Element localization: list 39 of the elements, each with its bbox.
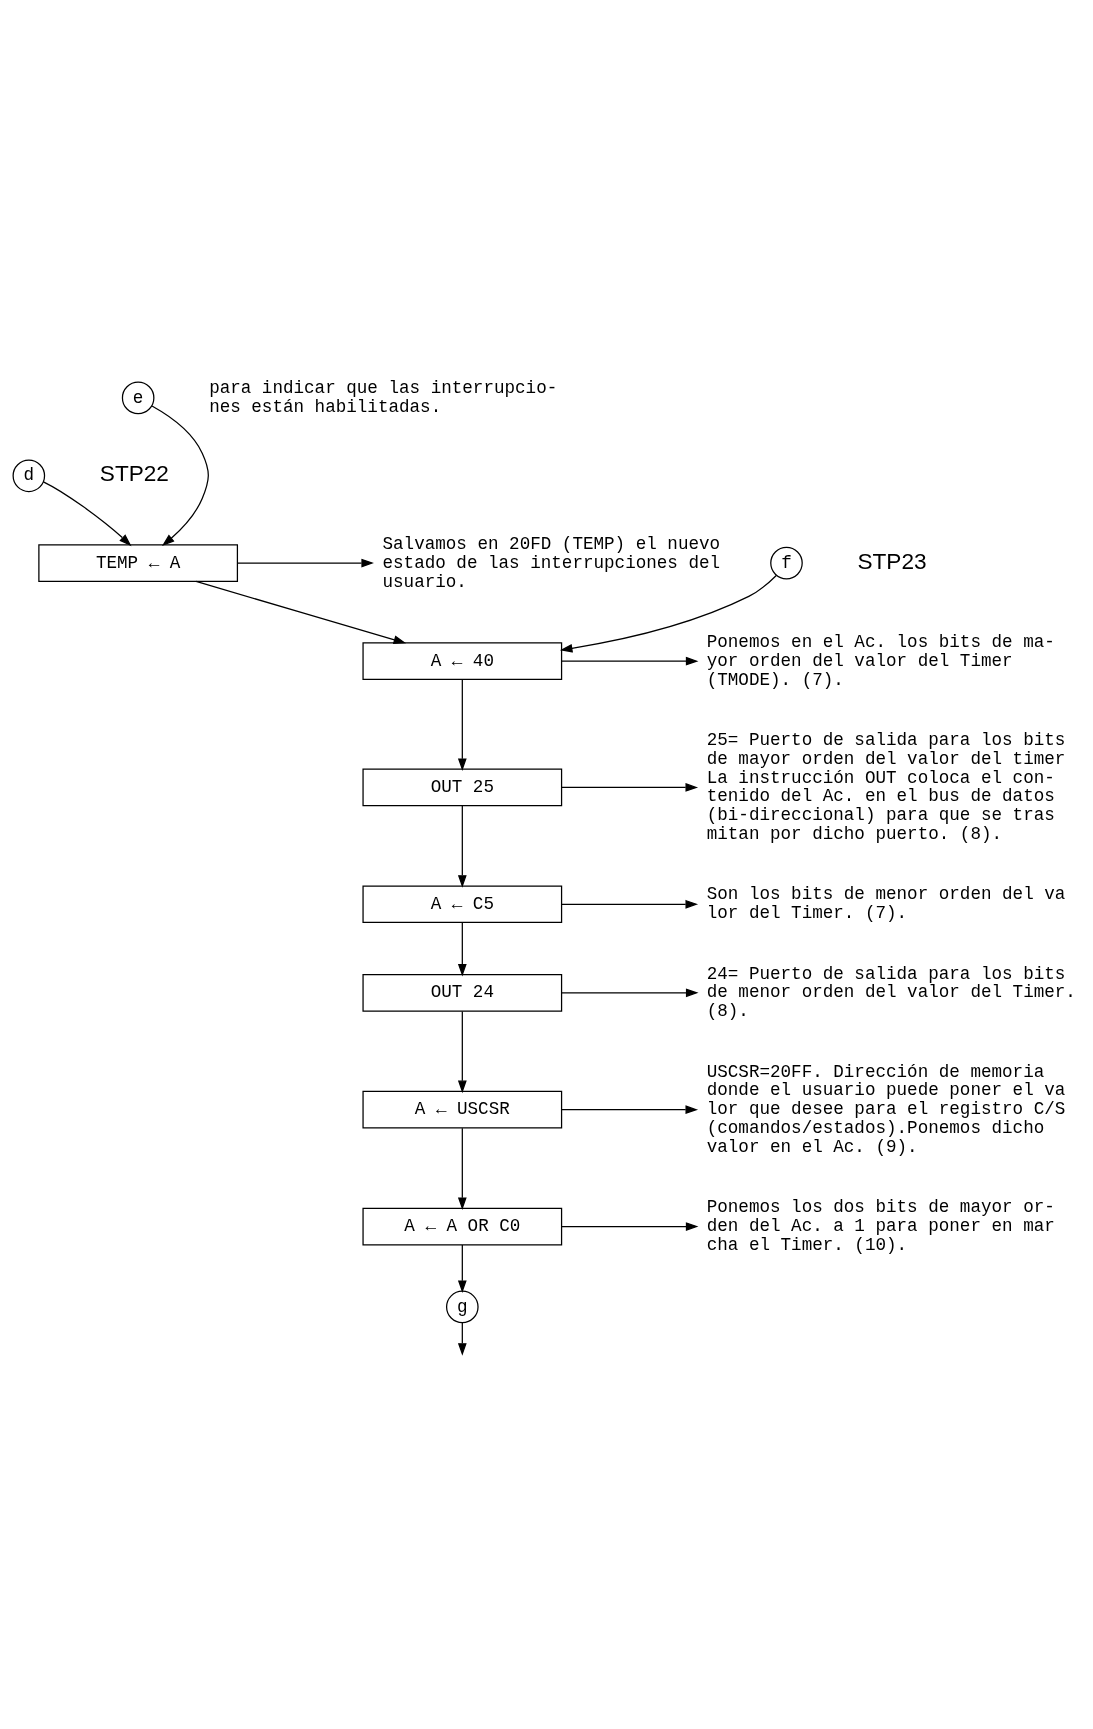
arrow bbox=[561, 1105, 699, 1115]
label: para indicar que las interrupcio- nes están habilitadas. bbox=[209, 378, 558, 417]
arrow bbox=[561, 988, 699, 998]
arrow bbox=[561, 783, 699, 792]
node-text: Salvamos en 20FD (TEMP) el nuevo estado de las interrupciones del usuario. bbox=[382, 533, 721, 592]
arrow bbox=[457, 805, 467, 888]
node-text: 24= Puerto de salida para los bits de menor orden del valor del Timer. (8). bbox=[706, 963, 1076, 1022]
node-circle: d bbox=[12, 459, 46, 493]
arrow bbox=[195, 580, 407, 644]
arrow bbox=[457, 1244, 467, 1293]
arrow bbox=[561, 1222, 699, 1231]
node-box: OUT 25 bbox=[362, 768, 563, 807]
node-text: 25= Puerto de salida para los bits de mayor orden del valor del timer La instrucción OUT coloca el con- tenido del Ac. en el bus de datos (bi-direccional) para que se tras mitan por dicho puerto. (8). bbox=[706, 729, 1066, 845]
node-text: USCSR=20FF. Dirección de memoria donde el usuario puede poner el va lor que desee para el registro C/S (comandos/estados).Ponemos dicho valor en el Ac. (9). bbox=[706, 1061, 1066, 1158]
label: STP22 bbox=[99, 461, 169, 487]
node-box: A ← 40 bbox=[362, 642, 563, 680]
node-box: OUT 24 bbox=[362, 974, 563, 1012]
node-box: A ← USCSR bbox=[362, 1090, 563, 1129]
node-circle: f bbox=[770, 546, 803, 580]
arrow bbox=[151, 405, 209, 546]
arrow bbox=[457, 1010, 467, 1094]
arrow bbox=[457, 678, 467, 771]
node-box: A ← C5 bbox=[362, 885, 563, 924]
arrow bbox=[42, 481, 132, 547]
arrow bbox=[457, 921, 467, 977]
node-text: Son los bits de menor orden del va lor del Timer. (7). bbox=[706, 884, 1066, 924]
node-text: Ponemos los dos bits de mayor or- den del Ac. a 1 para poner en mar cha el Timer. (10). bbox=[706, 1197, 1055, 1256]
node-circle: g bbox=[446, 1290, 479, 1324]
arrow bbox=[559, 574, 777, 653]
node-box: TEMP ← A bbox=[38, 544, 239, 582]
node-text: Ponemos en el Ac. los bits de ma- yor orden del valor del Timer (TMODE). (7). bbox=[706, 631, 1055, 690]
arrow bbox=[561, 899, 699, 909]
node-box: A ← A OR C0 bbox=[362, 1207, 563, 1246]
label: STP23 bbox=[857, 548, 927, 574]
arrow bbox=[457, 1322, 467, 1356]
arrow bbox=[561, 656, 699, 666]
arrow bbox=[237, 558, 374, 568]
node-circle: e bbox=[121, 381, 155, 415]
arrow bbox=[457, 1127, 467, 1211]
